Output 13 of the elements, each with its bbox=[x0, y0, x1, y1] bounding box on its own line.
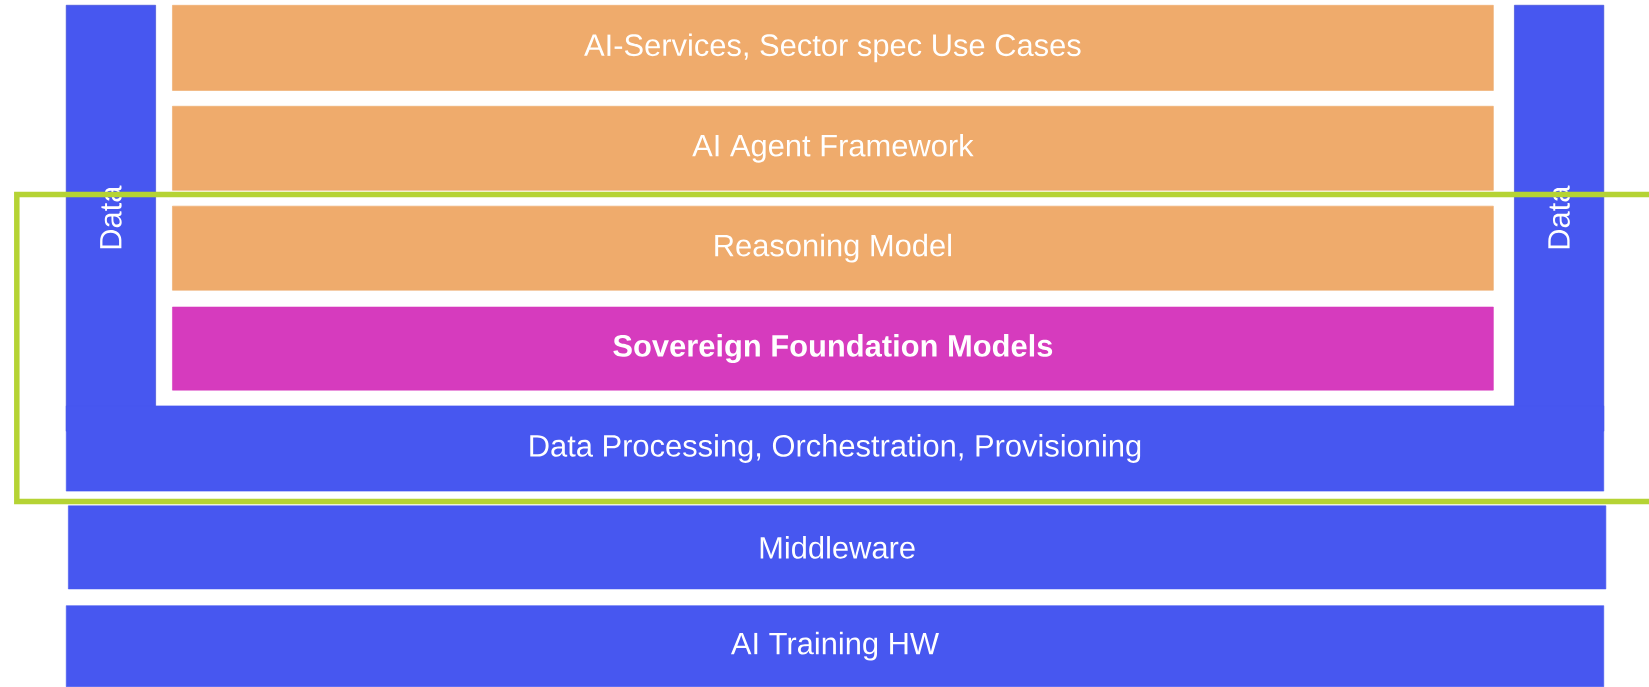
layer-label: Reasoning Model bbox=[715, 233, 951, 263]
layer-box bbox=[172, 205, 1494, 291]
layer-label: AI Agent Framework bbox=[692, 133, 974, 163]
layer-label: Middleware bbox=[760, 536, 915, 559]
layer-box bbox=[172, 306, 1494, 391]
layer-box bbox=[172, 105, 1494, 191]
layer-label: AI Training HW bbox=[730, 631, 939, 661]
layer-label: AI-Services, Sector spec Use Cases bbox=[584, 33, 1081, 63]
layer-box bbox=[172, 5, 1494, 91]
layer-band bbox=[65, 605, 1605, 687]
layer-label: Sovereign Foundation Models bbox=[613, 334, 1053, 364]
layer-label: Data Processing, Orchestration, Provisioning bbox=[530, 434, 1141, 463]
layer-band bbox=[68, 505, 1607, 590]
